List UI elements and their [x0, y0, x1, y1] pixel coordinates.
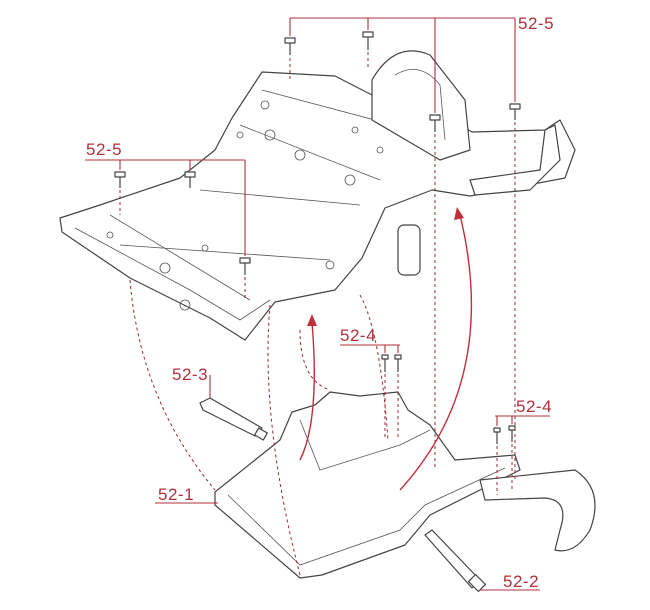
alignment-lines: [119, 52, 516, 576]
callout-label-rod-right: 52-2: [503, 572, 540, 591]
callout-label-top-screws: 52-5: [518, 14, 555, 33]
callout-leaders: [85, 17, 550, 591]
callout-label-right-screws: 52-4: [516, 397, 553, 416]
callout-label-rod-left: 52-3: [172, 365, 209, 384]
callout-label-mid-screws: 52-4: [340, 326, 377, 345]
tray-frame: [214, 391, 596, 579]
rods: [199, 397, 487, 593]
callout-label-tray: 52-1: [158, 485, 195, 504]
chassis-plate: [59, 50, 576, 341]
screws: [114, 31, 521, 444]
callout-label-left-screws: 52-5: [86, 140, 123, 159]
assembly-arrows: [299, 207, 473, 491]
